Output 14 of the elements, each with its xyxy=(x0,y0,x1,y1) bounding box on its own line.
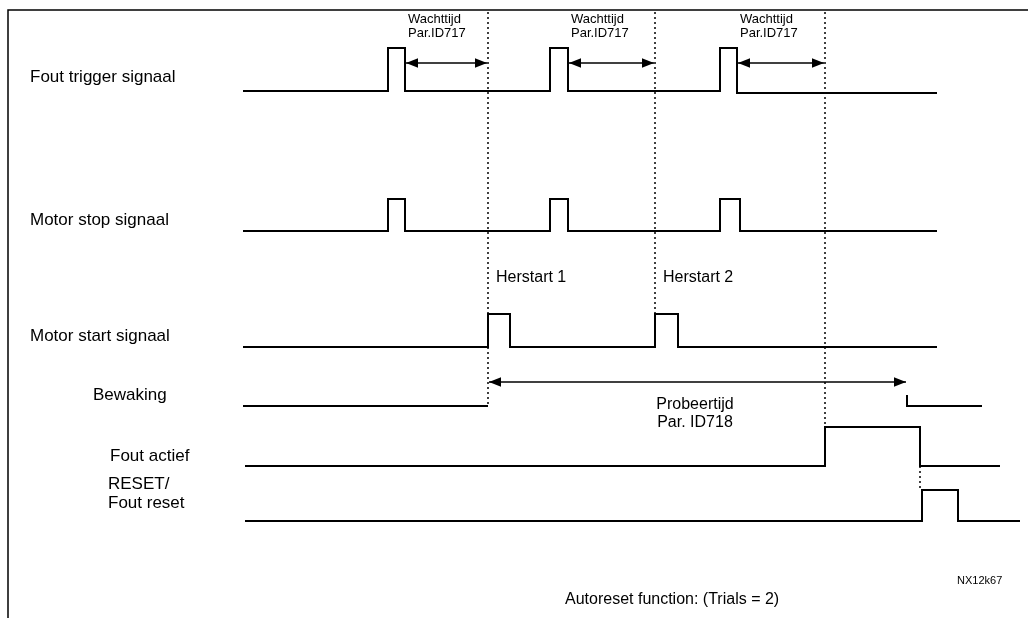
duration-label: Probeertijd Par. ID718 xyxy=(655,395,735,431)
signal-name: RESET/ Fout reset xyxy=(108,475,186,513)
duration-label: Wachttijd Par.ID717 xyxy=(571,12,630,41)
figure-code: NX12k67 xyxy=(957,574,1003,587)
duration-label: Wachttijd Par.ID717 xyxy=(408,12,467,41)
signal-name: Fout trigger signaal xyxy=(30,68,176,87)
signal-name: Motor start signaal xyxy=(30,327,170,346)
restart-label: Herstart 2 xyxy=(663,268,734,286)
signal-name: Motor stop signaal xyxy=(30,211,169,230)
signal-name: Fout actief xyxy=(110,447,190,466)
duration-label: Wachttijd Par.ID717 xyxy=(740,12,799,41)
restart-label: Herstart 1 xyxy=(496,268,567,286)
signal-name: Bewaking xyxy=(93,386,167,405)
caption: Autoreset function: (Trials = 2) xyxy=(565,590,780,608)
